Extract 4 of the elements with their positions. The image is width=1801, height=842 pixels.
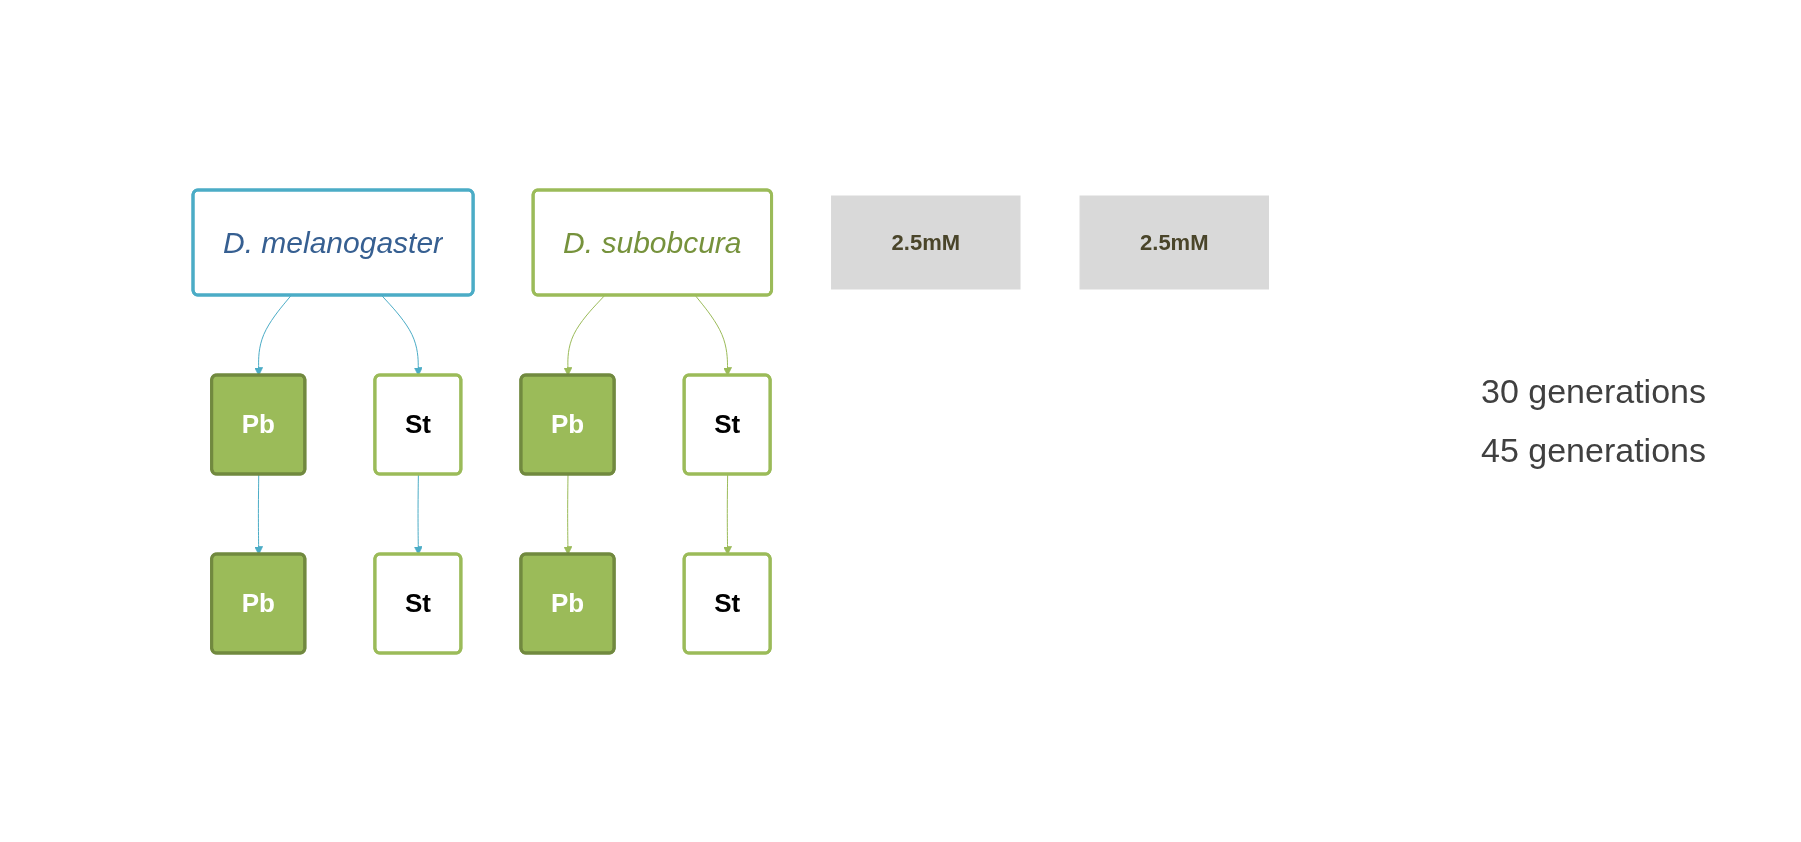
node-box: 2.5mM — [830, 195, 1021, 289]
node-box: 2.5mM — [1079, 195, 1269, 289]
note-text: 30 generations — [1481, 372, 1707, 411]
note-text: 45 generations — [1481, 431, 1707, 470]
